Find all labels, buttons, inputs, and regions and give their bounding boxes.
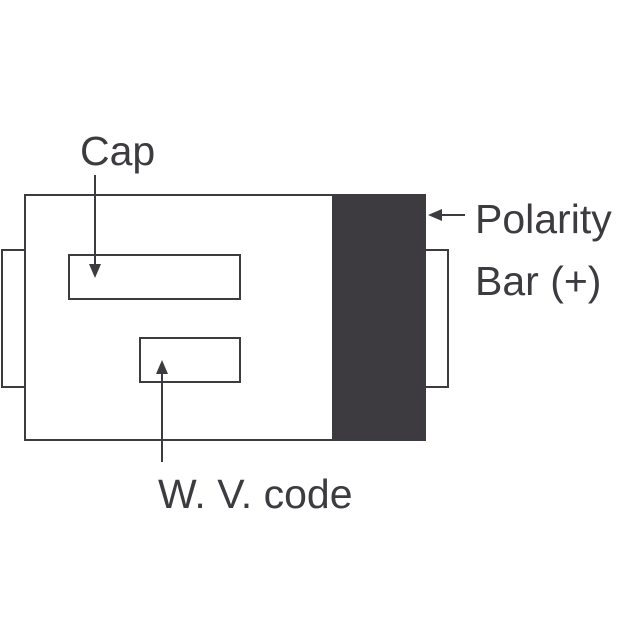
wv-code-label: W. V. code	[158, 471, 353, 517]
cap-leader-arrow	[89, 175, 101, 278]
polarity-bar	[332, 194, 426, 441]
left-terminal	[1, 249, 26, 388]
polarity-label-line1: Polarity	[475, 196, 612, 242]
cap-marking-box	[68, 254, 241, 300]
wv-code-leader-arrow	[156, 360, 168, 462]
wv-code-marking-box	[139, 337, 241, 383]
cap-label: Cap	[80, 128, 155, 174]
right-terminal	[424, 249, 449, 388]
polarity-label-line2: Bar (+)	[475, 258, 601, 304]
polarity-leader-arrow	[428, 209, 465, 221]
